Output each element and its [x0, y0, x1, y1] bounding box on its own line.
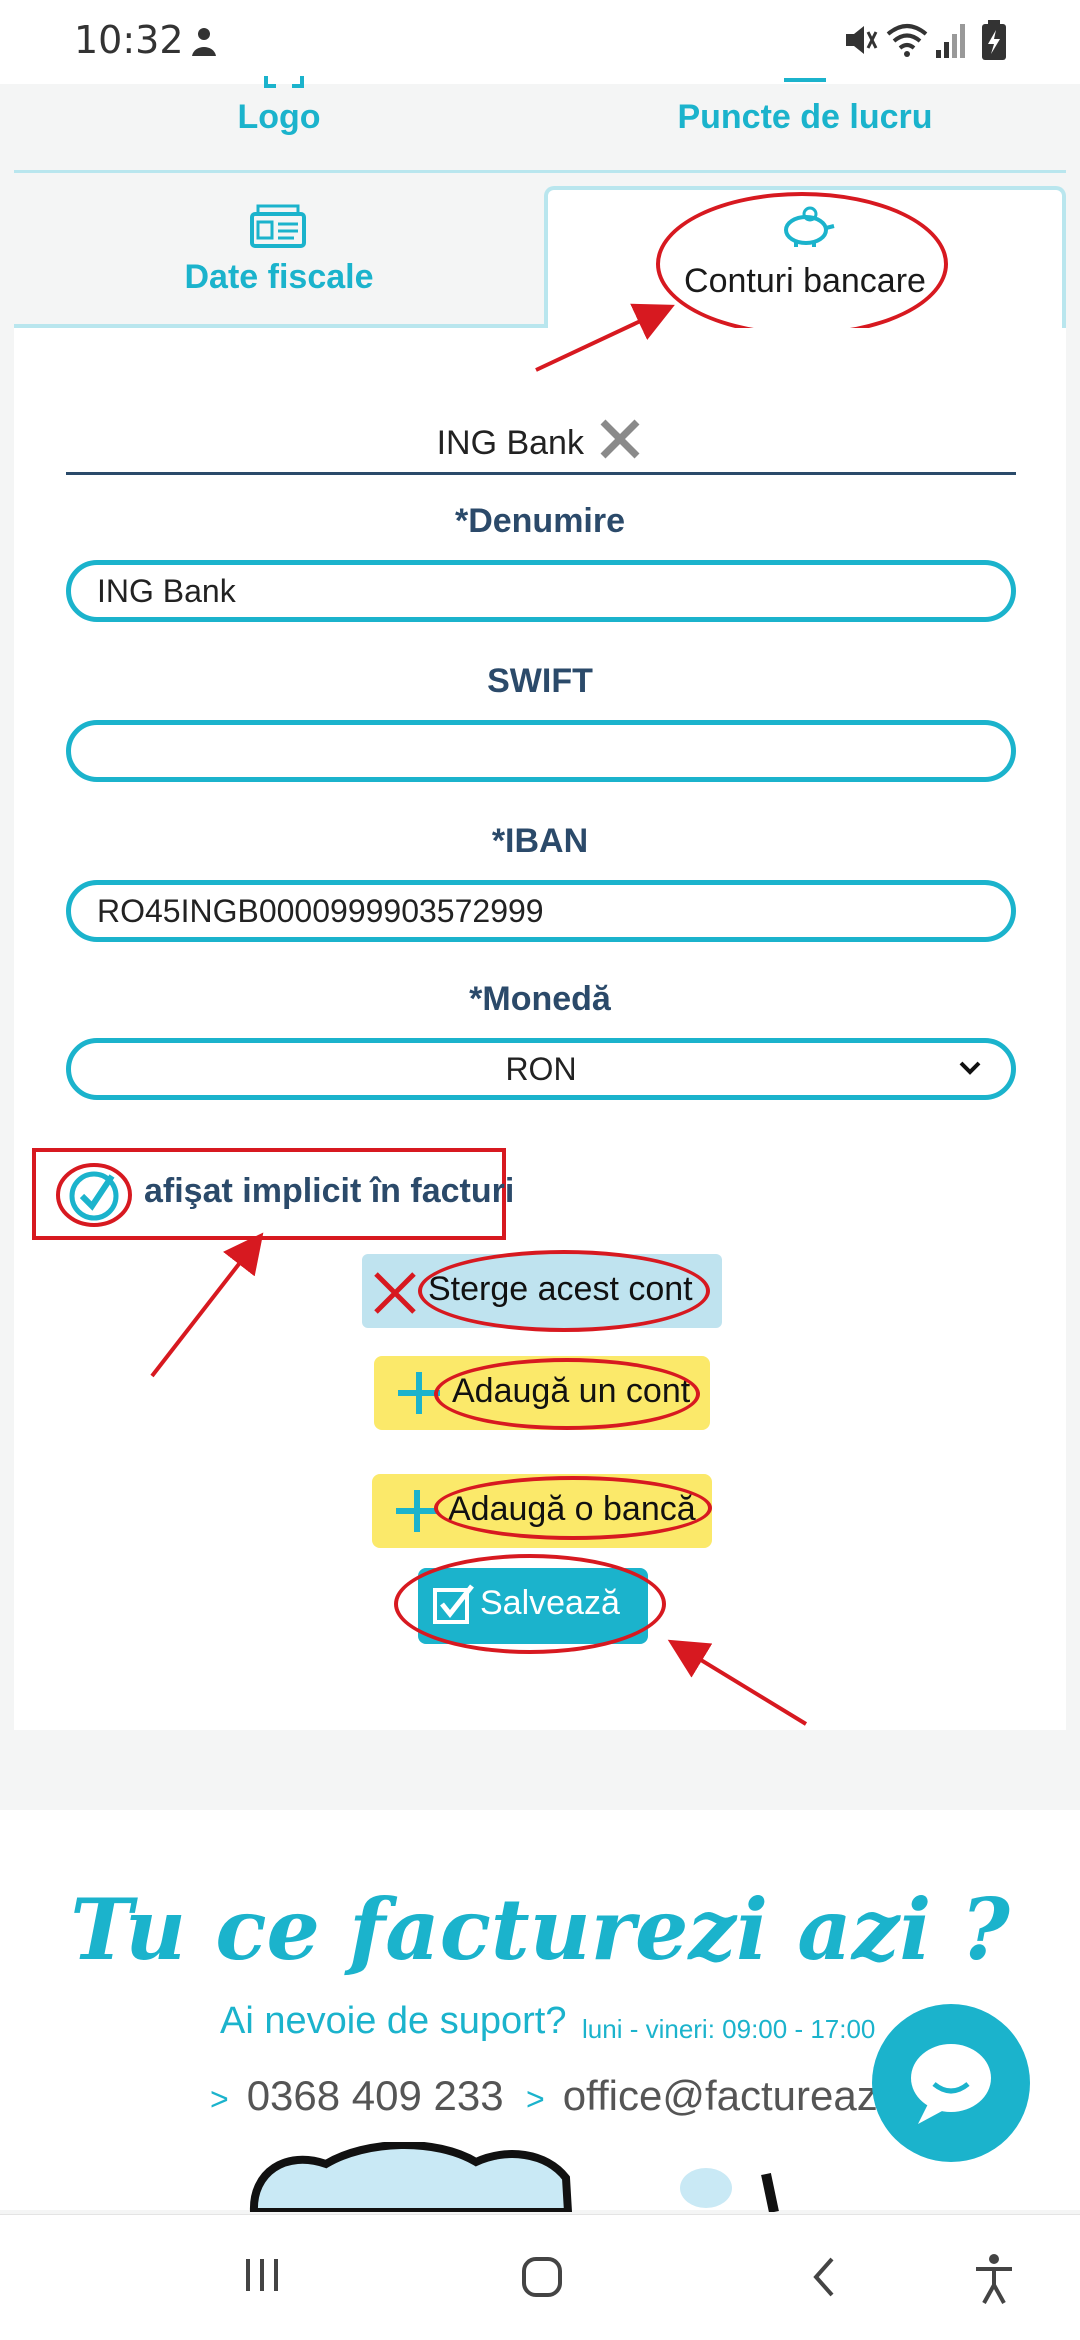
accessibility-icon[interactable]: [972, 2253, 1016, 2305]
iban-input[interactable]: RO45INGB0000999903572999: [66, 880, 1016, 942]
annotation-ellipse: [434, 1358, 700, 1430]
default-invoice-checkbox-row[interactable]: afişat implicit în facturi: [32, 1148, 514, 1240]
tab-puncte-label: Puncte de lucru: [677, 98, 933, 136]
signal-icon: [936, 24, 965, 58]
vibrate-mute-icon: [846, 26, 878, 54]
checkbox-checked-icon[interactable]: [54, 1162, 134, 1228]
wifi-icon: [886, 24, 928, 57]
tab-logo[interactable]: Logo: [14, 76, 544, 174]
battery-charging-icon: [982, 20, 1006, 60]
support-footer: Tu ce facturezi azi ? Ai nevoie de supor…: [0, 1810, 1080, 2212]
bank-account-form: ING Bank *Denumire ING Bank SWIFT *IBAN …: [14, 328, 1066, 1730]
tab-date-fiscale-label: Date fiscale: [184, 258, 374, 296]
recent-apps-icon[interactable]: [240, 2253, 284, 2297]
phone-number: 0368 409 233: [246, 2072, 504, 2119]
moneda-select[interactable]: RON: [66, 1038, 1016, 1100]
delete-x-icon: [374, 1272, 416, 1314]
account-title: ING Bank: [14, 416, 1066, 463]
support-hours: luni - vineri: 09:00 - 17:00: [582, 2014, 876, 2044]
moneda-label: *Monedă: [469, 980, 611, 1018]
support-text: Ai nevoie de suport?: [220, 2000, 567, 2042]
plus-icon: [396, 1490, 438, 1532]
chat-bubble-icon: [911, 2044, 991, 2124]
swift-label: SWIFT: [487, 662, 593, 700]
phone-arrow: >: [210, 2081, 229, 2117]
logo-icon: [264, 76, 304, 88]
denumire-input[interactable]: ING Bank: [66, 560, 1016, 622]
account-title-underline: [66, 472, 1016, 475]
denumire-label: *Denumire: [454, 502, 626, 540]
top-tab-row: Logo Puncte de lucru: [0, 76, 1080, 174]
status-bar: 10:32: [0, 0, 1080, 84]
tab-divider: [544, 170, 1066, 173]
tab-puncte-de-lucru[interactable]: Puncte de lucru: [544, 78, 1066, 174]
annotation-ellipse: [394, 1554, 666, 1654]
tab-date-fiscale[interactable]: Date fiscale: [14, 186, 544, 328]
system-nav-bar: [0, 2214, 1080, 2340]
slogan: Tu ce facturezi azi ?: [70, 1880, 1010, 1979]
swift-input[interactable]: [66, 720, 1016, 782]
chevron-down-icon: [959, 1061, 981, 1075]
workplace-icon: [784, 78, 826, 82]
notification-icon: [192, 28, 216, 56]
annotation-ellipse: [434, 1476, 712, 1540]
close-icon[interactable]: [597, 416, 643, 462]
moneda-select-value: RON: [505, 1051, 577, 1087]
mascot-illustration: [249, 2142, 779, 2212]
email-arrow: >: [526, 2081, 545, 2117]
home-icon[interactable]: [518, 2253, 566, 2301]
status-time: 10:32: [74, 18, 184, 62]
account-title-text: ING Bank: [436, 424, 584, 462]
tab-divider: [14, 170, 544, 173]
default-invoice-label: afişat implicit în facturi: [144, 1172, 515, 1210]
annotation-ellipse: [418, 1250, 710, 1332]
back-icon[interactable]: [806, 2253, 842, 2301]
chat-button[interactable]: [872, 2004, 1030, 2162]
id-card-icon: [250, 204, 306, 248]
tab-logo-label: Logo: [237, 98, 321, 136]
iban-label: *IBAN: [491, 822, 589, 860]
plus-icon: [398, 1372, 440, 1414]
phone-link[interactable]: >0368 409 233: [210, 2072, 504, 2120]
